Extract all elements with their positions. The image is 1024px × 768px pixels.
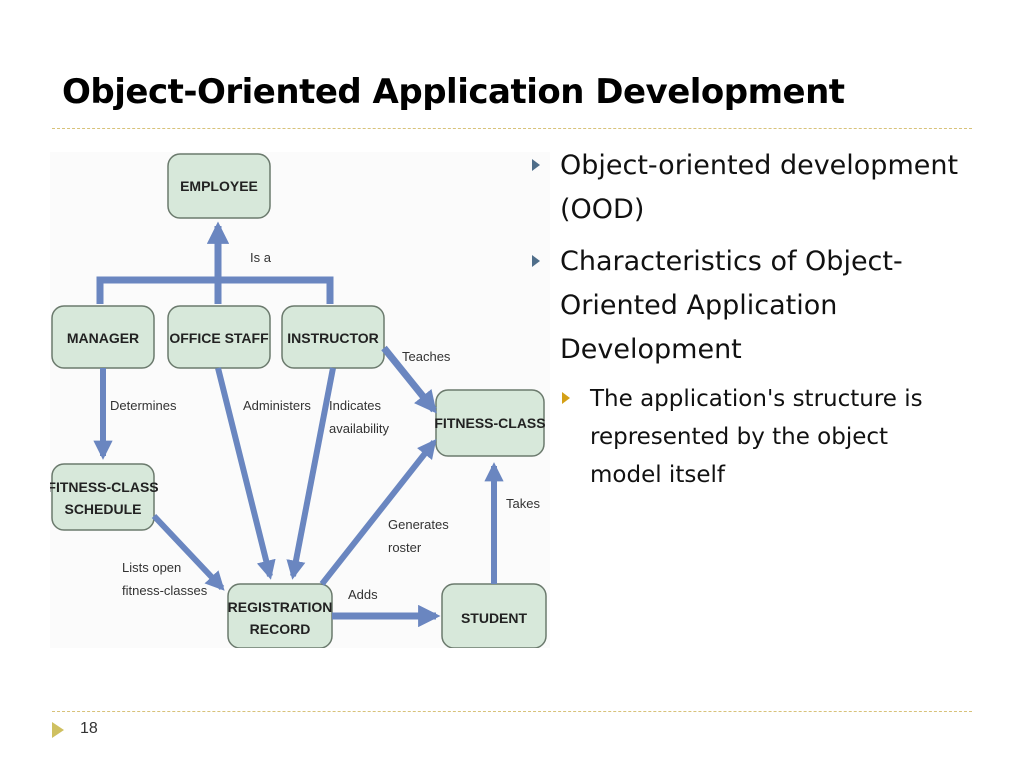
edge-label-fitness-classes: fitness-classes <box>122 583 208 598</box>
footer-triangle-icon <box>52 722 64 738</box>
node-fitness-class-schedule: FITNESS-CLASS SCHEDULE <box>50 463 159 531</box>
page-number: 18 <box>80 720 98 737</box>
bullet-item: Object-oriented development (OOD) <box>530 144 960 232</box>
bullet-arrow-icon <box>532 159 540 171</box>
edge-label-indicates: Indicates <box>329 398 382 413</box>
edge-label-administers: Administers <box>243 398 311 413</box>
object-model-diagram: Is a EMPLOYEE MANAGER OFFICE STAFF INSTR… <box>50 152 550 648</box>
svg-text:MANAGER: MANAGER <box>67 330 139 346</box>
bullet-list: Object-oriented development (OOD) Charac… <box>530 144 960 494</box>
bullet-text: Object-oriented development (OOD) <box>560 150 959 225</box>
edge-label-determines: Determines <box>110 398 177 413</box>
node-student: STUDENT <box>441 583 547 648</box>
bullet-arrow-icon <box>532 255 540 267</box>
edge-label-adds: Adds <box>348 587 378 602</box>
node-employee: EMPLOYEE <box>167 153 271 219</box>
bullet-text: Characteristics of Object-Oriented Appli… <box>560 246 903 365</box>
node-manager: MANAGER <box>51 305 155 369</box>
edge-label-teaches: Teaches <box>402 349 451 364</box>
svg-text:EMPLOYEE: EMPLOYEE <box>180 178 258 194</box>
node-fitness-class: FITNESS-CLASS <box>434 389 546 457</box>
sub-bullet-item: The application's structure is represent… <box>560 380 960 494</box>
title-divider <box>52 128 972 129</box>
arrow-lists-open <box>151 513 225 591</box>
edge-label-availability: availability <box>329 421 389 436</box>
sub-bullet-arrow-icon <box>562 392 570 404</box>
edge-label-lists-open: Lists open <box>122 560 181 575</box>
arrow-generates-roster <box>319 438 437 586</box>
arrow-administers <box>215 367 276 580</box>
sub-bullet-text: The application's structure is represent… <box>590 386 923 488</box>
svg-text:OFFICE STAFF: OFFICE STAFF <box>169 330 269 346</box>
node-office-staff: OFFICE STAFF <box>167 305 271 369</box>
footer-divider <box>52 711 972 712</box>
svg-text:RECORD: RECORD <box>250 621 311 637</box>
edge-label-generates: Generates <box>388 517 449 532</box>
svg-text:STUDENT: STUDENT <box>461 610 528 626</box>
arrow-indicates-availability <box>286 367 336 580</box>
edge-label-roster: roster <box>388 540 422 555</box>
svg-text:FITNESS-CLASS: FITNESS-CLASS <box>434 415 545 431</box>
edge-label-is-a: Is a <box>250 250 272 265</box>
svg-text:SCHEDULE: SCHEDULE <box>64 501 141 517</box>
edge-label-takes: Takes <box>506 496 540 511</box>
svg-text:REGISTRATION: REGISTRATION <box>228 599 333 615</box>
arrow-teaches <box>381 345 437 414</box>
slide-title: Object-Oriented Application Development <box>62 72 845 112</box>
node-instructor: INSTRUCTOR <box>281 305 385 369</box>
node-registration-record: REGISTRATION RECORD <box>227 583 333 648</box>
svg-text:FITNESS-CLASS: FITNESS-CLASS <box>50 479 159 495</box>
svg-text:INSTRUCTOR: INSTRUCTOR <box>287 330 379 346</box>
bullet-item: Characteristics of Object-Oriented Appli… <box>530 240 960 372</box>
